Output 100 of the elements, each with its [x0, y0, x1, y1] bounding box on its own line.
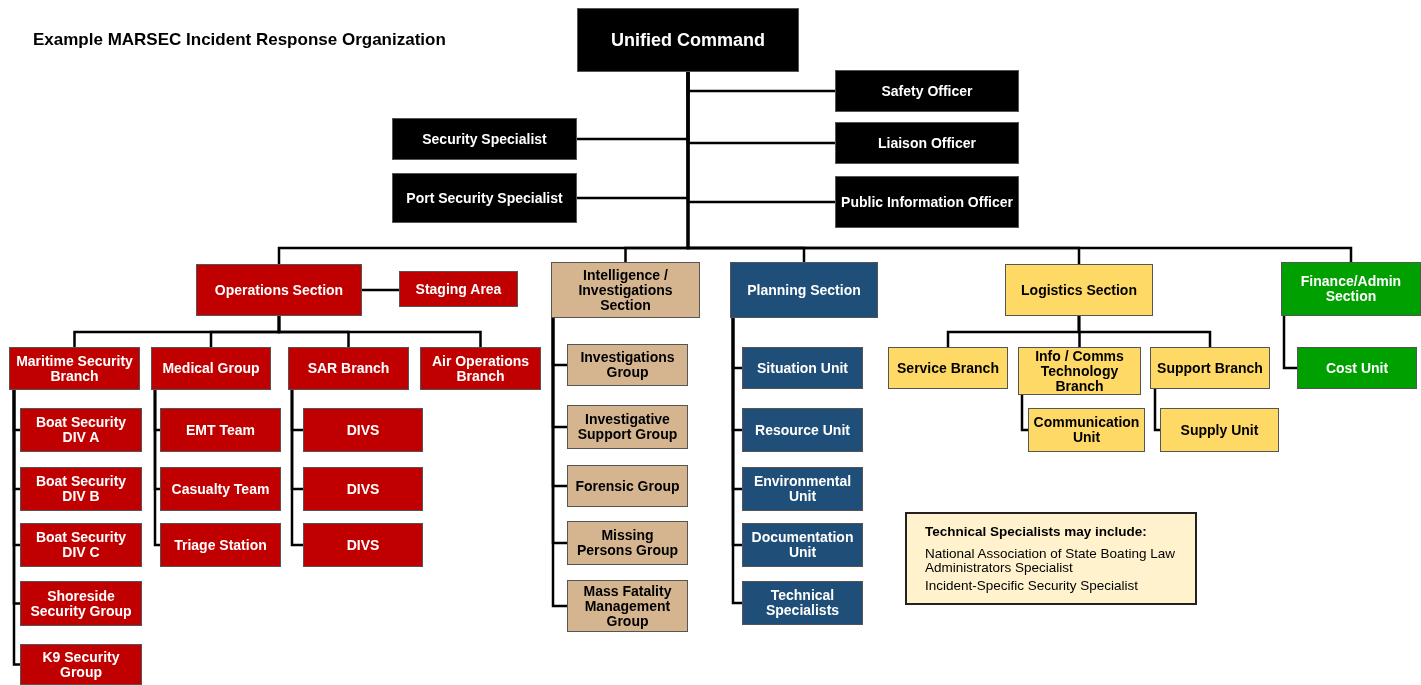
box-label: Communication Unit: [1033, 415, 1140, 445]
box-label: Liaison Officer: [878, 135, 976, 151]
box-label: Air Operations Branch: [430, 353, 531, 384]
unit-box: [742, 523, 863, 567]
box-label: Situation Unit: [757, 360, 848, 376]
connector-line: [1020, 395, 1028, 432]
unit-box: [1150, 347, 1270, 389]
box-label: DIVS: [346, 422, 380, 438]
box-label: Intelligence / Investigations Section: [577, 267, 674, 313]
box-label: Public Information Officer: [841, 194, 1013, 210]
unit-box: [742, 581, 863, 625]
unit-box: [1028, 408, 1145, 452]
command-box: [577, 8, 799, 72]
box-label: Boat Security DIV B: [34, 474, 128, 504]
unit-box: [888, 347, 1008, 389]
unit-box: [303, 523, 423, 567]
unit-box: [20, 523, 142, 567]
box-label: Resource Unit: [755, 422, 850, 438]
unit-box: [567, 344, 688, 386]
box-label: Shoreside Security Group: [29, 588, 133, 619]
box-label: Boat Security DIV C: [34, 530, 128, 560]
unit-box: [160, 523, 281, 567]
unit-box: [1005, 264, 1153, 316]
connector-line: [277, 316, 482, 347]
connector-line: [1077, 316, 1212, 347]
box-label: Missing Persons Group: [575, 528, 680, 558]
unit-box: [567, 405, 688, 449]
unit-box: [1018, 347, 1141, 395]
diagram-title: Example MARSEC Incident Response Organization: [33, 30, 446, 50]
note-text: Incident-Specific Security Specialist: [925, 578, 1139, 593]
connector-line: [153, 390, 160, 547]
connector-line: [551, 318, 567, 608]
unit-box: [303, 467, 423, 511]
note-text: National Association of State Boating Law Administrators Specialist: [925, 546, 1176, 575]
box-label: Environmental Unit: [752, 474, 853, 504]
box-label: Operations Section: [214, 282, 344, 298]
box-label: Planning Section: [747, 282, 861, 298]
unit-box: [742, 408, 863, 452]
box-label: Medical Group: [162, 361, 260, 376]
connector-line: [1282, 316, 1297, 370]
box-label: Documentation Unit: [750, 530, 855, 560]
box-label: Logistics Section: [1021, 282, 1137, 298]
command-box: [835, 176, 1019, 228]
box-label: Finance/Admin Section: [1299, 274, 1403, 304]
unit-box: [20, 581, 142, 626]
unit-box: [567, 521, 688, 565]
unit-box: [196, 264, 362, 316]
unit-box: [20, 467, 142, 511]
box-label: Service Branch: [897, 360, 999, 376]
unit-box: [742, 467, 863, 511]
command-box: [392, 118, 577, 160]
note-box: [905, 512, 1197, 605]
unit-box: [1281, 262, 1421, 316]
box-label: SAR Branch: [307, 361, 390, 376]
unit-box: [151, 347, 271, 390]
connector-line: [290, 390, 303, 547]
unit-box: [420, 347, 541, 390]
connector-line: [362, 288, 399, 292]
unit-box: [9, 347, 140, 390]
box-label: DIVS: [346, 537, 380, 553]
unit-box: [567, 465, 688, 507]
box-label: Staging Area: [415, 281, 502, 297]
box-label: Technical Specialists: [764, 588, 841, 618]
unit-box: [1160, 408, 1279, 452]
box-label: Safety Officer: [881, 83, 973, 99]
box-label: Port Security Specialist: [406, 190, 563, 206]
unit-box: [160, 467, 281, 511]
box-label: Mass Fatality Management Group: [582, 583, 673, 629]
box-label: Investigations Group: [579, 350, 676, 380]
command-box: [835, 70, 1019, 112]
unit-box: [567, 580, 688, 632]
box-label: Forensic Group: [575, 478, 680, 494]
unit-box: [1297, 347, 1417, 389]
box-label: DIVS: [346, 481, 380, 497]
box-label: Info / Comms Technology Branch: [1034, 348, 1125, 394]
box-label: Maritime Security Branch: [15, 353, 134, 384]
box-label: Investigative Support Group: [576, 412, 679, 442]
unit-box: [730, 262, 878, 318]
box-label: Supply Unit: [1180, 422, 1259, 438]
unit-box: [551, 262, 700, 318]
box-label: Boat Security DIV A: [34, 415, 128, 445]
unit-box: [160, 408, 281, 452]
command-box: [835, 122, 1019, 164]
box-label: Triage Station: [174, 537, 267, 553]
unit-box: [20, 408, 142, 452]
box-label: EMT Team: [186, 422, 255, 438]
unit-box: [742, 347, 863, 389]
connector-line: [731, 318, 742, 605]
connector-line: [1153, 389, 1160, 432]
connector-line: [12, 390, 20, 666]
command-box: [392, 173, 577, 223]
box-label: Cost Unit: [1325, 360, 1389, 376]
box-label: Unified Command: [611, 30, 765, 50]
box-label: Support Branch: [1157, 360, 1263, 376]
unit-box: [20, 644, 142, 685]
unit-box: [303, 408, 423, 452]
unit-box: [399, 271, 518, 307]
unit-box: [288, 347, 409, 390]
box-label: Security Specialist: [422, 131, 547, 147]
note-heading: Technical Specialists may include:: [925, 524, 1147, 539]
